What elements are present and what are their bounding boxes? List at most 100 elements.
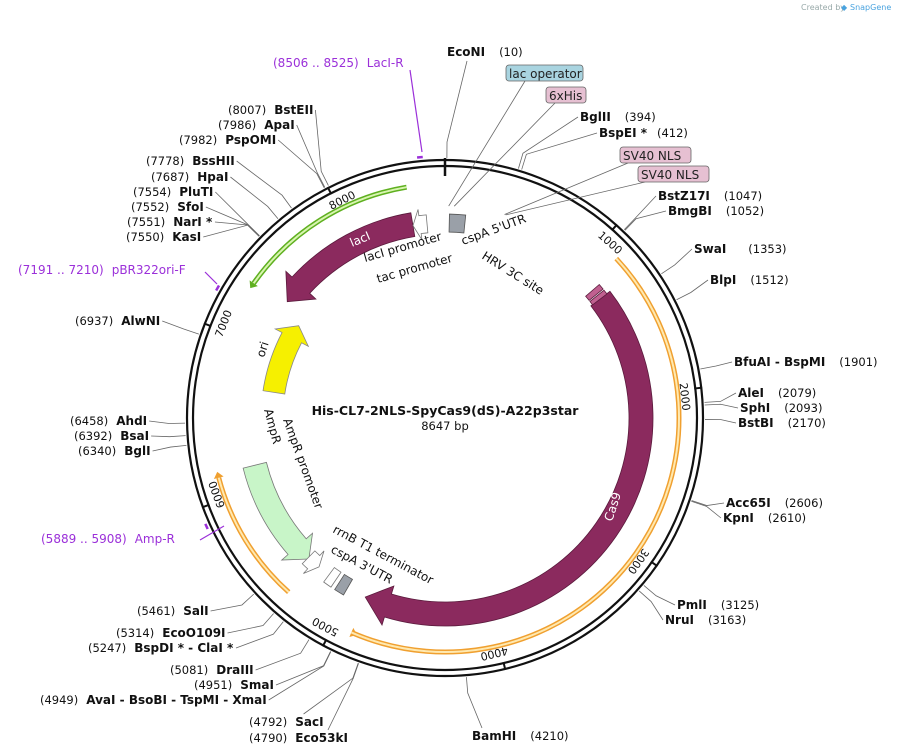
site-smai[interactable]: (4951)SmaI <box>194 678 274 692</box>
tick-mark <box>611 223 618 232</box>
site-bfuai-bspmi[interactable]: BfuAI - BspMI(1901) <box>734 355 878 369</box>
site-leader-line <box>296 124 326 188</box>
primer-amp-r-label[interactable]: (5889 .. 5908)Amp-R <box>41 532 175 546</box>
site-leader-line <box>255 639 310 671</box>
primer-laci-r-label[interactable]: (8506 .. 8525) LacI-R <box>273 56 404 70</box>
tag-leader-line <box>453 102 556 207</box>
ori-label: ori <box>254 340 272 359</box>
site-avai-xmai[interactable]: (4949)AvaI - BsoBI - TspMI - XmaI <box>40 693 267 707</box>
ori-feature-arrow[interactable] <box>262 325 310 395</box>
site-hpai[interactable]: (7687)HpaI <box>151 170 228 184</box>
site-leader-line <box>704 403 739 409</box>
site-leader-line <box>227 613 274 634</box>
site-leader-line <box>315 109 329 186</box>
tag-sv40-nls-2-text: SV40 NLS <box>641 168 699 182</box>
credit-brand: SnapGene <box>850 3 891 12</box>
site-nrui[interactable]: NruI(3163) <box>665 613 746 627</box>
tag-leader-line <box>448 80 526 207</box>
site-leader-line <box>230 176 279 219</box>
tag-sv40-nls-2[interactable]: SV40 NLS <box>637 165 710 183</box>
site-nari[interactable]: (7551)NarI * <box>127 215 213 229</box>
site-leader-line <box>327 663 359 731</box>
site-leader-line <box>205 206 260 237</box>
primer-leader-line <box>204 271 218 285</box>
site-pspomi[interactable]: (7982)PspOMI <box>179 133 276 147</box>
site-bspei[interactable]: BspEI *(412) <box>599 126 688 140</box>
tag-lac-operator[interactable]: lac operator <box>505 64 584 82</box>
plasmid-length: 8647 bp <box>421 419 469 433</box>
site-bsshii[interactable]: (7778)BssHII <box>146 154 235 168</box>
tag-6xhis[interactable]: 6xHis <box>545 86 587 104</box>
site-ahdi[interactable]: (6458)AhdI <box>70 414 147 428</box>
site-bmgbi[interactable]: BmgBI(1052) <box>668 204 764 218</box>
site-leader-line <box>151 435 186 438</box>
cas9-feature-arrow[interactable] <box>364 290 654 627</box>
hrv3c-site-box[interactable] <box>585 283 604 301</box>
cspa-5utr-box[interactable] <box>448 213 467 234</box>
laci-orf-outline-inner <box>252 186 407 284</box>
tick-mark <box>201 503 210 509</box>
site-leader-line <box>152 444 187 452</box>
site-blpi[interactable]: BlpI(1512) <box>710 273 789 287</box>
ampr-promoter-label: AmpR promoter <box>280 416 326 510</box>
site-kasi[interactable]: (7550)KasI <box>126 230 201 244</box>
site-leader-line <box>236 160 292 209</box>
nls-box[interactable] <box>589 289 608 306</box>
site-saci[interactable]: (4792)SacI <box>249 715 324 729</box>
site-bgli[interactable]: (6340)BglI <box>78 444 151 458</box>
site-leader-line <box>624 210 667 231</box>
site-bstbi[interactable]: BstBI(2170) <box>738 416 826 430</box>
tag-sv40-nls-1[interactable]: SV40 NLS <box>619 146 692 164</box>
cspa-5utr-label: cspA 5'UTR <box>459 211 528 247</box>
restriction-site-labels: EcoNI(10) BglII(394) BspEI *(412) BstZ17… <box>40 45 878 745</box>
site-bglii[interactable]: BglII(394) <box>580 110 656 124</box>
orf-arrowhead <box>213 471 224 480</box>
site-sali[interactable]: (5461)SalI <box>137 604 209 618</box>
site-leader-line <box>277 139 325 188</box>
site-sfoi[interactable]: (7552)SfoI <box>131 200 204 214</box>
hrv3c-label: HRV 3C site <box>479 249 546 298</box>
primer-laci-r-name: LacI-R <box>367 56 404 70</box>
primer-pbr322ori-f-name: pBR322ori-F <box>112 263 186 277</box>
site-ecoo109i[interactable]: (5314)EcoO109I <box>116 626 226 640</box>
laci-promoter-arrow[interactable] <box>412 209 429 240</box>
site-eco53ki[interactable]: (4790)Eco53kI <box>249 731 348 745</box>
site-bamhi[interactable]: BamHI(4210) <box>472 729 569 743</box>
tick-mark <box>321 638 328 647</box>
ampr-promoter-arrow[interactable] <box>301 550 325 574</box>
laci-feature-arrow[interactable] <box>285 212 416 303</box>
site-leader-line <box>676 279 709 301</box>
site-pluti[interactable]: (7554)PluTI <box>133 185 213 199</box>
site-pmli[interactable]: PmlI(3125) <box>677 598 759 612</box>
site-draiii[interactable]: (5081)DraIII <box>170 663 254 677</box>
ampr-feature-arrow[interactable] <box>242 461 314 561</box>
site-econi[interactable]: EcoNI(10) <box>447 45 523 59</box>
site-bstz17i[interactable]: BstZ17I(1047) <box>658 189 762 203</box>
primer-pbr322ori-f-label[interactable]: (7191 .. 7210) pBR322ori-F <box>18 263 186 277</box>
tick-mark <box>326 186 333 195</box>
site-leader-line <box>275 651 331 686</box>
site-sphi[interactable]: SphI(2093) <box>740 401 823 415</box>
site-bsteii[interactable]: (8007)BstEII <box>228 103 313 117</box>
site-alei[interactable]: AleI(2079) <box>738 386 816 400</box>
cspa-3utr-box[interactable] <box>334 573 354 596</box>
tick-mark <box>650 560 658 568</box>
tick-mark <box>203 322 212 328</box>
site-swai[interactable]: SwaI(1353) <box>694 242 787 256</box>
site-bspdi-clai[interactable]: (5247)BspDI * - ClaI * <box>88 641 234 655</box>
site-leader-line <box>521 132 598 170</box>
site-apai[interactable]: (7986)ApaI <box>218 118 295 132</box>
tag-leader-line <box>505 181 646 216</box>
primer-laci-r-range: (8506 .. 8525) <box>273 56 359 70</box>
site-bsai[interactable]: (6392)BsaI <box>74 429 149 443</box>
rrnb-terminator-box[interactable] <box>323 566 342 588</box>
site-alwni[interactable]: (6937)AlwNI <box>75 314 160 328</box>
site-leader-line <box>303 662 359 715</box>
site-leader-line <box>446 60 468 159</box>
primer-amp-r-range: (5889 .. 5908) <box>41 532 127 546</box>
primer-pbr322ori-f-range: (7191 .. 7210) <box>18 263 104 277</box>
site-leader-line <box>661 248 693 275</box>
site-acc65i[interactable]: Acc65I(2606) <box>726 496 823 510</box>
site-kpni[interactable]: KpnI(2610) <box>723 511 806 525</box>
